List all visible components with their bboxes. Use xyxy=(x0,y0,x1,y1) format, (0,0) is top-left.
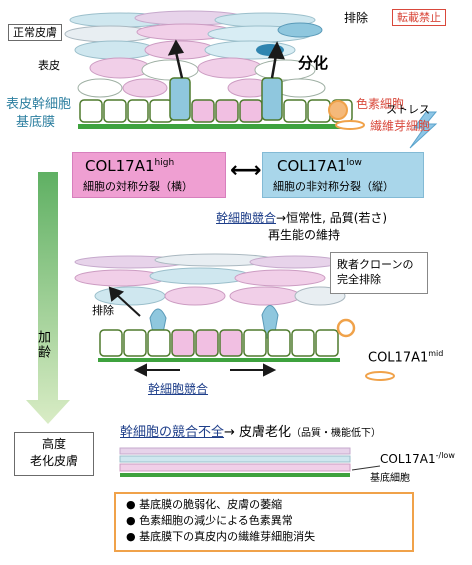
epidermis-label: 表皮 xyxy=(38,59,60,72)
aging-effects-box: ● 基底膜の脆弱化、皮膚の萎縮 ● 色素細胞の減少による色素異常 ● 基底膜下の… xyxy=(114,492,414,552)
basal-cells-mid xyxy=(99,305,339,357)
loser-clone-box: 敗者クローンの 完全排除 xyxy=(330,252,428,294)
excretion-mid-label: 排除 xyxy=(92,304,114,317)
pigment-cell-mid xyxy=(336,318,395,381)
high-subtitle: 細胞の対称分裂（横） xyxy=(83,180,193,193)
excretion-arrow xyxy=(108,286,141,317)
high-title: COL17A1high xyxy=(85,157,175,175)
bullet-item: ● 色素細胞の減少による色素異常 xyxy=(126,514,293,527)
col17a1-low-box: COL17A1low 細胞の非対称分裂（縦） xyxy=(262,152,424,198)
aging-arrow xyxy=(26,172,70,424)
normal-skin-label: 正常皮膚 xyxy=(8,24,62,41)
differentiation-label: 分化 xyxy=(298,54,329,72)
aging-effects-list: ● 基底膜の脆弱化、皮膚の萎縮 ● 色素細胞の減少による色素異常 ● 基底膜下の… xyxy=(116,494,412,548)
basement-membrane-top xyxy=(78,124,354,129)
stress-label: ストレス xyxy=(386,103,430,116)
basement-membrane-mid xyxy=(98,358,340,362)
aging-label: 加齢 xyxy=(35,330,50,360)
mid-title: COL17A1mid xyxy=(368,349,444,366)
basement-membrane-label: 基底膜 xyxy=(16,115,56,130)
pigment-cell-label: 色素細胞 xyxy=(356,97,405,111)
no-reproduction-badge: 転載禁止 xyxy=(392,9,446,26)
basal-cell-label: 基底細胞 xyxy=(370,473,410,484)
excretion-top-label: 排除 xyxy=(344,11,369,25)
epidermis-top-layers xyxy=(64,10,326,98)
low-subtitle: 細胞の非対称分裂（縦） xyxy=(273,180,394,193)
vs-arrow-icon: ⟷ xyxy=(230,158,262,183)
neg-title: COL17A1-/low xyxy=(380,451,455,466)
competition-mid-label: 幹細胞競合 xyxy=(148,382,209,396)
differentiation-arrows xyxy=(167,39,285,79)
aged-skin-layers xyxy=(119,447,351,477)
bottom-line: 幹細胞の競合不全→ 皮膚老化（品質・機能低下） xyxy=(120,425,382,440)
neg-pointer-line xyxy=(351,465,381,471)
low-title: COL17A1low xyxy=(277,157,362,175)
col17a1-high-box: COL17A1high 細胞の対称分裂（横） xyxy=(72,152,226,198)
competition-arrows-mid xyxy=(133,363,277,377)
loser-clone-text: 敗者クローンの 完全排除 xyxy=(337,258,414,286)
fibroblast-label: 繊維芽細胞 xyxy=(370,119,431,133)
bullet-item: ● 基底膜下の真皮内の繊維芽細胞消失 xyxy=(126,530,316,543)
pigment-cell-shapes xyxy=(328,100,365,130)
competition-line-2: 再生能の維持 xyxy=(268,228,341,242)
aged-skin-box: 高度 老化皮膚 xyxy=(14,432,94,476)
competition-line-1: 幹細胞競合→恒常性, 品質(若さ) xyxy=(216,211,388,225)
epidermal-stem-cell-label: 表皮幹細胞 xyxy=(6,97,72,112)
stress-lightning-icon xyxy=(409,111,438,149)
aged-skin-text: 高度 老化皮膚 xyxy=(29,437,78,468)
bullet-item: ● 基底膜の脆弱化、皮膚の萎縮 xyxy=(126,498,283,511)
